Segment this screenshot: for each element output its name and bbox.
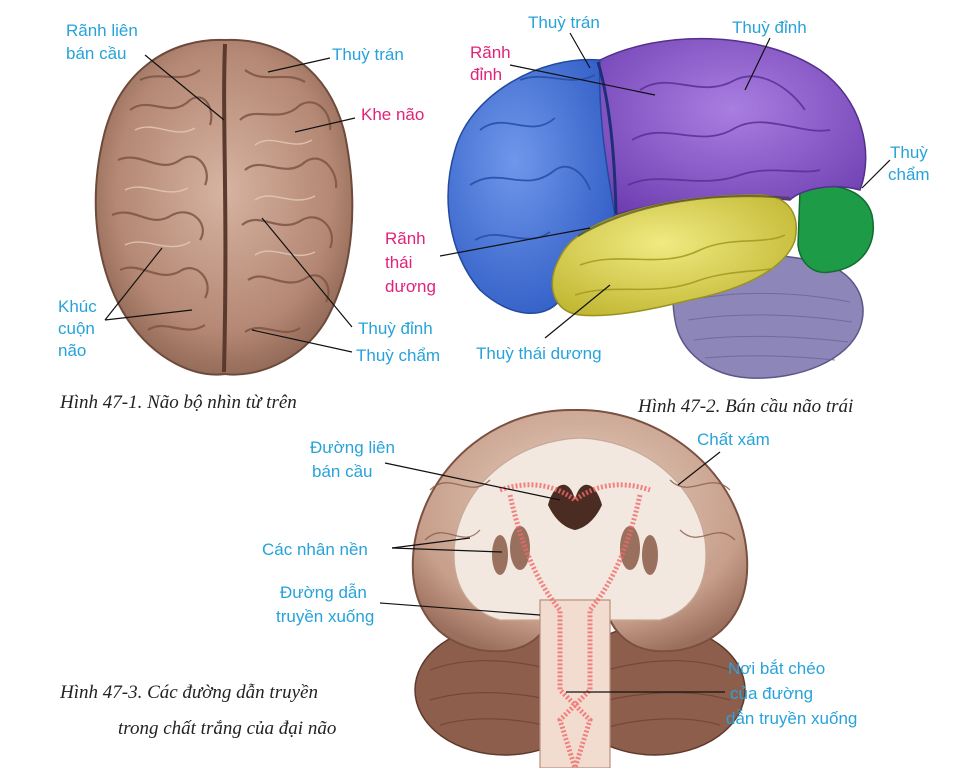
- label-fig1-thuy-tran: Thuỳ trán: [332, 45, 404, 64]
- caption-figure-47-2: Hình 47-2. Bán cầu não trái: [638, 396, 854, 417]
- label-cac-nhan-nen: Các nhân nền: [262, 540, 368, 559]
- label-fig1-thuy-cham: Thuỳ chẩm: [356, 346, 441, 365]
- label-fig2-thuy-dinh: Thuỳ đỉnh: [732, 18, 807, 37]
- label-duong-dan-truyen-xuong-line1: Đường dẫn: [280, 583, 367, 602]
- label-khuc-cuon-nao-line2: cuộn: [58, 319, 95, 338]
- fig1-leader-lines: [104, 54, 356, 353]
- label-chat-xam: Chất xám: [697, 430, 770, 449]
- label-ranh-thai-duong-line2: thái: [385, 253, 413, 272]
- label-ranh-thai-duong-line1: Rãnh: [385, 229, 426, 248]
- label-ranh-lien-ban-cau-line1: Rãnh liên: [66, 21, 138, 40]
- brainstem: [539, 599, 611, 768]
- brain-coronal-section: [411, 408, 749, 768]
- basal-nuclei: [492, 526, 658, 575]
- occipital-lobe-region: [797, 185, 874, 274]
- label-khuc-cuon-nao-line3: não: [58, 341, 87, 360]
- label-fig1-thuy-dinh: Thuỳ đỉnh: [358, 319, 433, 338]
- label-ranh-thai-duong-line3: dương: [385, 277, 436, 296]
- label-ranh-dinh-line2: đỉnh: [470, 65, 503, 84]
- label-fig2-thuy-cham-line2: chẩm: [888, 165, 930, 184]
- caption-figure-47-3-line1: Hình 47-3. Các đường dẫn truyền: [60, 682, 318, 703]
- fig2-leader-lines: [439, 32, 891, 339]
- pathways: [499, 482, 651, 768]
- label-fig2-thuy-cham-line1: Thuỳ: [890, 143, 928, 162]
- label-duong-lien-ban-cau-line1: Đường liên: [310, 438, 395, 457]
- label-duong-dan-truyen-xuong-line2: truyền xuống: [276, 607, 375, 626]
- caption-figure-47-1: Hình 47-1. Não bộ nhìn từ trên: [60, 392, 297, 413]
- brain-lateral-view: [447, 37, 874, 379]
- label-ranh-lien-ban-cau-line2: bán cầu: [66, 44, 127, 63]
- label-noi-bat-cheo-line1: Nơi bắt chéo: [728, 659, 826, 678]
- label-noi-bat-cheo-line3: dẫn truyền xuống: [726, 709, 858, 728]
- label-fig2-thuy-thai-duong: Thuỳ thái dương: [476, 344, 602, 363]
- label-fig2-thuy-tran: Thuỳ trán: [528, 13, 600, 32]
- fig3-leader-lines: [379, 451, 725, 693]
- label-duong-lien-ban-cau-line2: bán cầu: [312, 462, 373, 481]
- label-ranh-dinh-line1: Rãnh: [470, 43, 511, 62]
- brain-top-view: [94, 38, 354, 376]
- label-khuc-cuon-nao-line1: Khúc: [58, 297, 97, 316]
- lateral-ventricles: [548, 484, 602, 530]
- caption-figure-47-3-line2: trong chất trắng của đại não: [118, 718, 337, 739]
- label-noi-bat-cheo-line2: của đường: [730, 684, 814, 703]
- label-fig1-khe-nao: Khe não: [361, 105, 425, 124]
